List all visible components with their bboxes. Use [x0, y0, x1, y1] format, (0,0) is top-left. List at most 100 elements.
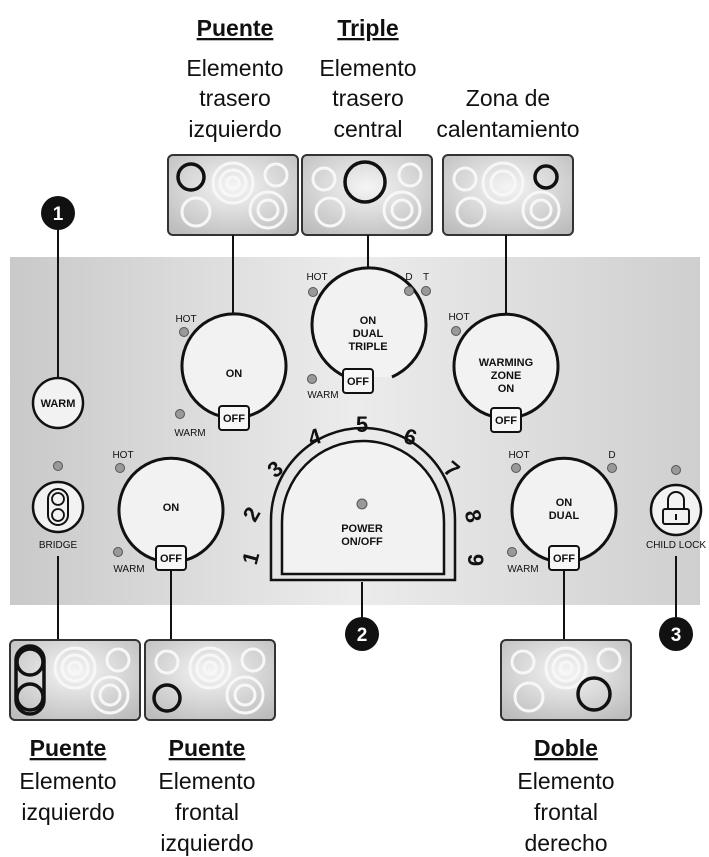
hot-label: HOT — [175, 314, 196, 325]
caption-title: Puente — [30, 735, 107, 761]
cooktop-thumb-front-left — [144, 639, 276, 721]
triple-indicator-light — [421, 286, 431, 296]
knob-on-label: ON — [226, 368, 243, 380]
warm-indicator-light — [307, 374, 317, 384]
hot-indicator-light — [451, 326, 461, 336]
dual-label: D — [608, 450, 615, 461]
warm-label: WARM — [174, 428, 205, 439]
power-indicator-light — [356, 498, 368, 510]
rear-left-off-button[interactable]: OFF — [218, 405, 250, 431]
off-label: OFF — [160, 553, 182, 565]
svg-text:1: 1 — [53, 204, 64, 225]
hot-indicator-light — [115, 463, 125, 473]
warm-button-label: WARM — [41, 398, 76, 410]
knob-warming-zone[interactable]: WARMING ZONE ON — [452, 312, 560, 418]
caption-line: Elemento — [158, 768, 255, 794]
svg-text:2: 2 — [357, 625, 368, 646]
rear-center-off-button[interactable]: OFF — [342, 368, 374, 394]
caption-rear-left: Puente Elemento trasero izquierdo — [186, 15, 283, 142]
knob-on-label: ON — [556, 497, 573, 509]
power-level-5[interactable]: 5 — [356, 412, 368, 437]
knob-on-label: TRIPLE — [348, 341, 387, 353]
knob-on-label: ZONE — [491, 370, 522, 382]
warm-indicator-light — [507, 547, 517, 557]
front-left-off-button[interactable]: OFF — [155, 545, 187, 571]
caption-title: Puente — [169, 735, 246, 761]
bridge-button[interactable] — [31, 480, 85, 534]
off-label: OFF — [347, 376, 369, 388]
dual-label: D — [405, 272, 412, 283]
caption-line: izquierdo — [21, 799, 114, 825]
caption-line: Elemento — [19, 768, 116, 794]
knob-on-label: DUAL — [353, 328, 384, 340]
cooktop-thumb-rear-center — [301, 154, 433, 236]
caption-line: Zona de — [466, 85, 550, 111]
svg-text:3: 3 — [671, 625, 682, 646]
hot-label: HOT — [508, 450, 529, 461]
cooktop-thumb-rear-left — [167, 154, 299, 236]
hot-label: HOT — [112, 450, 133, 461]
callout-2: 2 — [345, 617, 379, 651]
bridge-icon — [47, 488, 69, 526]
knob-on-label: WARMING — [479, 357, 533, 369]
power-level-9[interactable]: 9 — [463, 554, 488, 566]
child-lock-indicator-light — [671, 465, 681, 475]
power-label: POWER — [341, 523, 383, 535]
power-label: ON/OFF — [341, 536, 383, 548]
caption-line: frontal — [534, 799, 598, 825]
caption-rear-center: Triple Elemento trasero central — [319, 15, 416, 142]
knob-front-right[interactable]: ON DUAL — [510, 456, 618, 562]
callout-3: 3 — [659, 617, 693, 651]
caption-warming-zone: Zona de calentamiento — [436, 85, 579, 142]
warm-button[interactable]: WARM — [31, 376, 85, 430]
callout-1: 1 — [41, 196, 75, 230]
dual-indicator-light — [404, 286, 414, 296]
child-lock-button[interactable] — [649, 483, 703, 537]
warm-label: WARM — [507, 564, 538, 575]
hot-label: HOT — [448, 312, 469, 323]
off-label: OFF — [553, 553, 575, 565]
caption-line: central — [333, 116, 402, 142]
caption-line: izquierdo — [188, 116, 281, 142]
child-lock-label: CHILD LOCK — [646, 540, 706, 551]
caption-title: Puente — [197, 15, 274, 41]
warm-label: WARM — [307, 390, 338, 401]
caption-left: Puente Elemento izquierdo — [19, 735, 116, 825]
power-on-off-button[interactable]: POWER ON/OFF — [269, 426, 457, 582]
bridge-label: BRIDGE — [39, 540, 78, 551]
cooktop-thumb-front-right — [500, 639, 632, 721]
caption-line: trasero — [332, 85, 404, 111]
caption-line: derecho — [524, 830, 607, 856]
warm-indicator-light — [175, 409, 185, 419]
caption-line: calentamiento — [436, 116, 579, 142]
knob-on-label: ON — [498, 383, 515, 395]
cooktop-thumb-warming-zone — [442, 154, 574, 236]
caption-line: izquierdo — [160, 830, 253, 856]
hot-indicator-light — [511, 463, 521, 473]
hot-label: HOT — [306, 272, 327, 283]
caption-front-right: Doble Elemento frontal derecho — [517, 735, 614, 856]
caption-line: trasero — [199, 85, 271, 111]
knob-on-label: ON — [360, 315, 377, 327]
knob-rear-center[interactable]: ON DUAL TRIPLE — [310, 266, 428, 379]
caption-title: Doble — [534, 735, 598, 761]
caption-title: Triple — [337, 15, 398, 41]
dual-indicator-light — [607, 463, 617, 473]
hot-indicator-light — [179, 327, 189, 337]
bridge-indicator-light — [53, 461, 63, 471]
caption-line: frontal — [175, 799, 239, 825]
front-right-off-button[interactable]: OFF — [548, 545, 580, 571]
lock-icon — [662, 491, 690, 525]
cooktop-thumb-left-bridge — [9, 639, 141, 721]
knob-on-label: DUAL — [549, 510, 580, 522]
knob-front-left[interactable]: ON — [117, 456, 225, 562]
knob-rear-left[interactable]: ON — [180, 312, 288, 418]
off-label: OFF — [223, 413, 245, 425]
hot-indicator-light — [308, 287, 318, 297]
caption-line: Elemento — [319, 55, 416, 81]
warming-zone-off-button[interactable]: OFF — [490, 407, 522, 433]
warm-indicator-light — [113, 547, 123, 557]
triple-label: T — [423, 272, 429, 283]
warm-label: WARM — [113, 564, 144, 575]
